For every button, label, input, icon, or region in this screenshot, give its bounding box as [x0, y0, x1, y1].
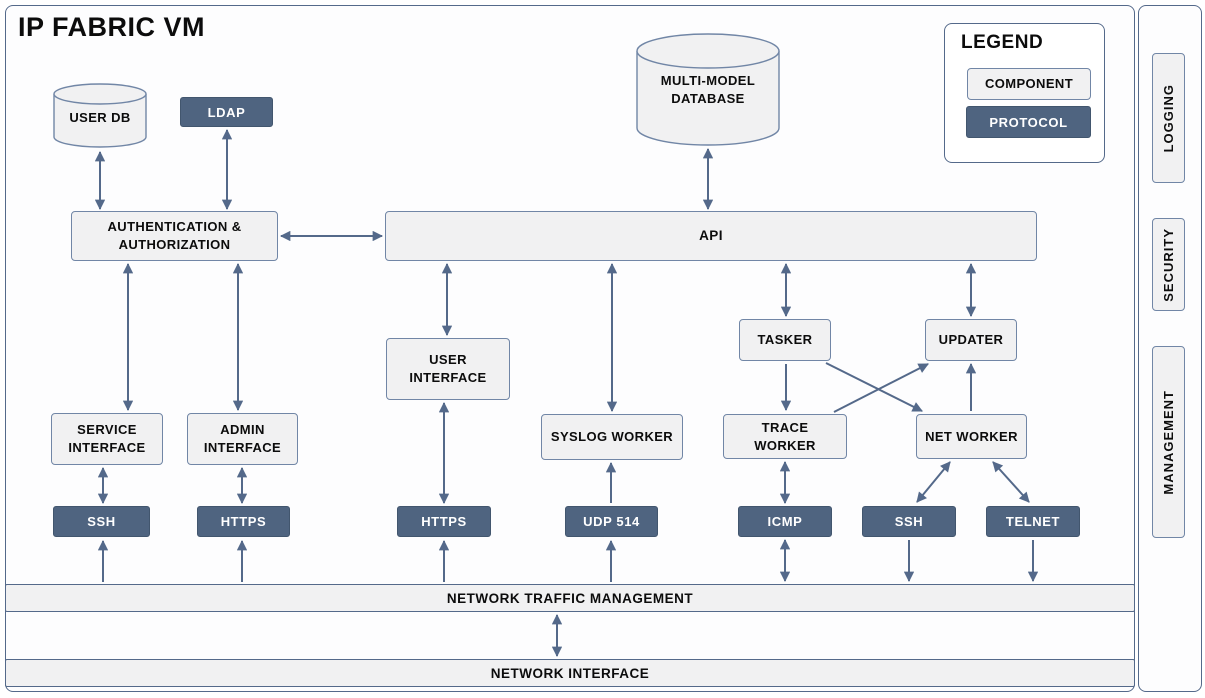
sidebar-item-management: MANAGEMENT — [1152, 346, 1185, 538]
https-ui-protocol: HTTPS — [397, 506, 491, 537]
admin-interface-box: ADMIN INTERFACE — [187, 413, 298, 465]
https-admin-protocol: HTTPS — [197, 506, 290, 537]
sidebar: LOGGING SECURITY MANAGEMENT — [1138, 5, 1202, 692]
sidebar-item-logging: LOGGING — [1152, 53, 1185, 183]
sidebar-item-management-label: MANAGEMENT — [1161, 389, 1176, 495]
network-traffic-management-bar: NETWORK TRAFFIC MANAGEMENT — [5, 584, 1135, 612]
api-box: API — [385, 211, 1037, 261]
network-interface-bar: NETWORK INTERFACE — [5, 659, 1135, 687]
icmp-protocol: ICMP — [738, 506, 832, 537]
legend-component-chip: COMPONENT — [967, 68, 1091, 100]
ssh-service-protocol: SSH — [53, 506, 150, 537]
user-db: USER DB — [69, 110, 131, 126]
multi-model-database-cylinder-icon — [636, 33, 780, 146]
page-title: IP FABRIC VM — [18, 12, 206, 42]
user-interface-box: USER INTERFACE — [386, 338, 510, 400]
service-interface-box: SERVICE INTERFACE — [51, 413, 163, 465]
sidebar-item-security: SECURITY — [1152, 218, 1185, 311]
trace-worker-box: TRACE WORKER — [723, 414, 847, 459]
udp-514-protocol: UDP 514 — [565, 506, 658, 537]
tasker-box: TASKER — [739, 319, 831, 361]
user-db-cylinder-icon — [53, 83, 147, 148]
legend-title: LEGEND — [961, 32, 1044, 53]
net-worker-box: NET WORKER — [916, 414, 1027, 459]
ssh-net-protocol: SSH — [862, 506, 956, 537]
multi-model-database: MULTI-MODEL DATABASE — [660, 73, 756, 106]
authentication-authorization-box: AUTHENTICATION & AUTHORIZATION — [71, 211, 278, 261]
legend-protocol-chip: PROTOCOL — [966, 106, 1091, 138]
telnet-protocol: TELNET — [986, 506, 1080, 537]
sidebar-item-logging-label: LOGGING — [1161, 83, 1176, 153]
syslog-worker-box: SYSLOG WORKER — [541, 414, 683, 460]
ldap-protocol: LDAP — [180, 97, 273, 127]
updater-box: UPDATER — [925, 319, 1017, 361]
legend: LEGEND COMPONENT PROTOCOL — [944, 23, 1105, 163]
sidebar-item-security-label: SECURITY — [1161, 227, 1176, 302]
